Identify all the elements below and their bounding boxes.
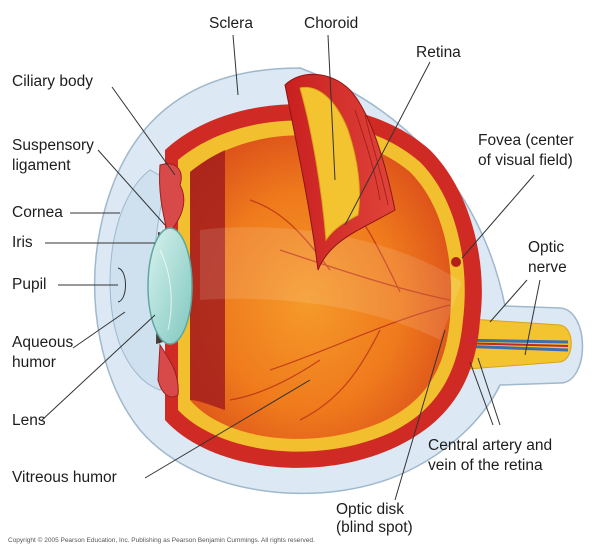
- label-ciliary-body: Ciliary body: [12, 72, 93, 91]
- label-lens: Lens: [12, 411, 46, 430]
- label-aqueous-humor-2: humor: [12, 353, 56, 372]
- label-suspensory-ligament-2: ligament: [12, 156, 71, 175]
- label-suspensory-ligament-1: Suspensory: [12, 136, 94, 155]
- fovea-dot: [451, 257, 461, 267]
- label-optic-disk-2: (blind spot): [336, 518, 413, 537]
- label-iris: Iris: [12, 233, 33, 252]
- label-fovea-1: Fovea (center: [478, 131, 574, 150]
- label-retina: Retina: [416, 43, 461, 62]
- copyright-notice: Copyright © 2005 Pearson Education, Inc.…: [8, 537, 315, 544]
- label-fovea-2: of visual field): [478, 151, 573, 170]
- label-cornea: Cornea: [12, 203, 63, 222]
- label-optic-nerve-2: nerve: [528, 258, 567, 277]
- label-pupil: Pupil: [12, 275, 46, 294]
- label-sclera: Sclera: [209, 14, 253, 33]
- label-central-artery-1: Central artery and: [428, 436, 552, 455]
- label-central-artery-2: vein of the retina: [428, 456, 543, 475]
- label-choroid: Choroid: [304, 14, 358, 33]
- label-aqueous-humor-1: Aqueous: [12, 333, 73, 352]
- label-optic-nerve-1: Optic: [528, 238, 564, 257]
- label-optic-disk-1: Optic disk: [336, 500, 404, 519]
- label-vitreous-humor: Vitreous humor: [12, 468, 117, 487]
